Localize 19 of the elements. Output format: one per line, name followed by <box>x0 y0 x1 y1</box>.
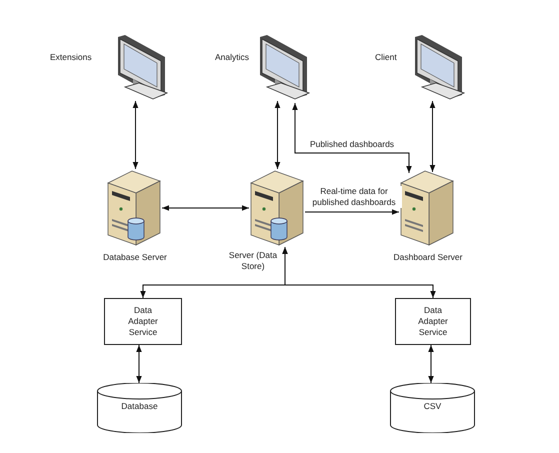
arrow <box>162 205 250 211</box>
arrow <box>430 100 436 172</box>
node-label: Server (Data Store) <box>228 250 278 272</box>
arrow <box>292 102 412 174</box>
node-label: Analytics <box>215 52 250 64</box>
database-cylinder: CSV <box>390 383 475 433</box>
node-label: Database Server <box>102 252 168 264</box>
service-box: Data Adapter Service <box>395 298 471 345</box>
arrow <box>304 209 400 215</box>
arrow <box>274 100 280 170</box>
service-box: Data Adapter Service <box>104 298 182 345</box>
node-label: Client <box>375 52 398 64</box>
arrow <box>132 100 138 170</box>
node-label: Dashboard Server <box>392 252 464 264</box>
arrow <box>282 246 436 298</box>
database-cylinder: Database <box>97 383 182 433</box>
arrow <box>136 344 142 384</box>
arrow <box>428 344 434 384</box>
node-label: Extensions <box>50 52 93 64</box>
